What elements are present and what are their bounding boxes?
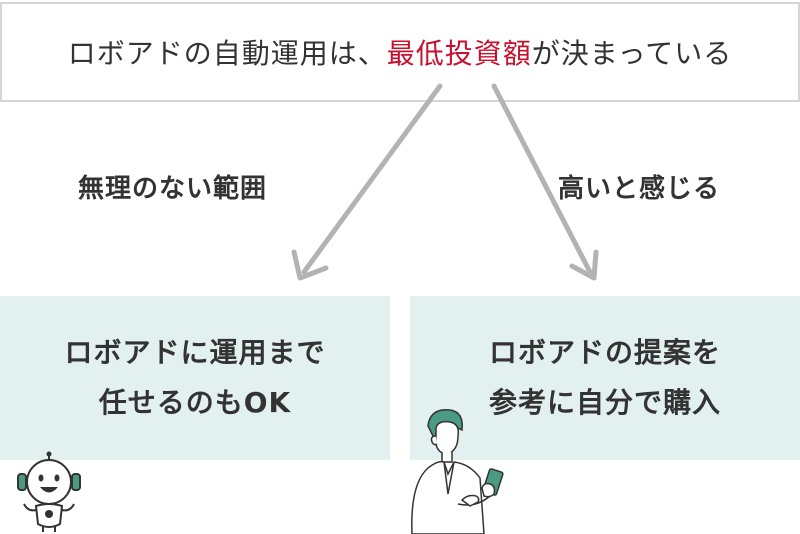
header-box: ロボアドの自動運用は、最低投資額が決まっている	[0, 2, 800, 102]
robot-icon	[17, 451, 81, 532]
arrow-left-icon	[291, 83, 443, 281]
header-text-end: が決まっている	[531, 37, 733, 70]
option-card-left: ロボアドに運用まで 任せるのもOK	[0, 296, 390, 460]
card-right-line2: 参考に自分で購入	[488, 386, 721, 419]
branch-label-left: 無理のない範囲	[78, 174, 268, 204]
card-left-line1: ロボアドに運用まで	[64, 336, 326, 369]
option-card-right: ロボアドの提案を 参考に自分で購入	[410, 296, 800, 460]
card-left-line2: 任せるのもOK	[98, 386, 292, 419]
person-smartphone-icon	[411, 409, 504, 534]
branch-label-right: 高いと感じる	[558, 174, 721, 204]
header-text: ロボアドの自動運用は、	[67, 37, 387, 70]
card-right-line1: ロボアドの提案を	[488, 336, 721, 369]
header-highlight: 最低投資額	[386, 37, 532, 70]
